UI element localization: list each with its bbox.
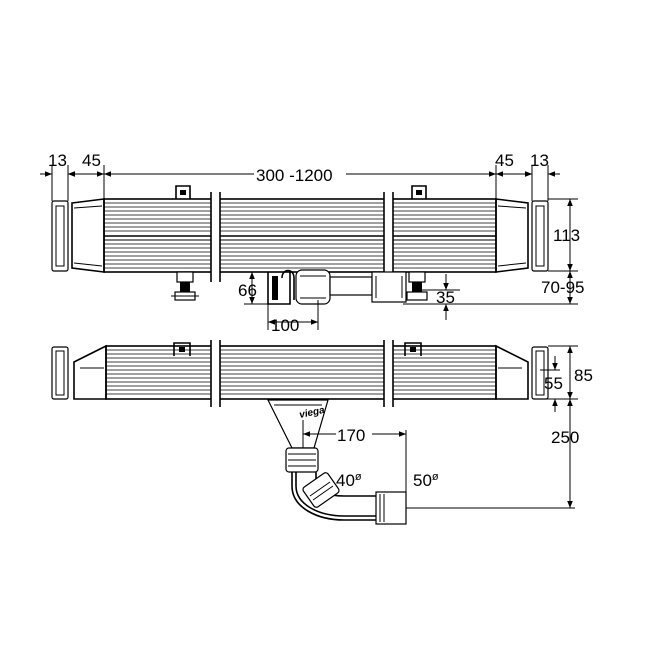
foot-left xyxy=(171,271,199,301)
channel-grooves xyxy=(104,202,496,269)
dim-channel-height: 113 xyxy=(553,226,580,245)
dim-length-range: 300 -1200 xyxy=(256,166,333,185)
left-flange xyxy=(71,198,105,273)
dimension-lines-right-bottom xyxy=(540,345,578,508)
channel-elevation-view xyxy=(51,185,549,305)
dim-pipe-50: 50ø xyxy=(413,471,439,490)
dimension-35 xyxy=(420,274,460,320)
dim-outlet-depth: 250 xyxy=(551,428,579,447)
dim-flange-left: 45 xyxy=(82,151,101,170)
clip-right xyxy=(411,185,427,199)
dimension-66 xyxy=(244,271,268,305)
dim-end-cap-right: 13 xyxy=(530,151,549,170)
foot-right xyxy=(403,271,432,305)
dim-foot-height: 35 xyxy=(436,288,455,307)
left-end-cap-lower xyxy=(51,346,69,400)
elbow-coupling xyxy=(302,472,340,508)
left-flange-lower xyxy=(73,344,107,400)
dim-outlet-offset: 100 xyxy=(271,316,299,335)
left-end-cap xyxy=(51,200,69,272)
dim-outlet-horizontal: 170 xyxy=(337,426,365,445)
dim-adjust-height: 70-95 xyxy=(541,278,584,297)
outlet-elbow-pipe xyxy=(291,472,376,521)
right-end-cap xyxy=(531,200,549,272)
dimension-lines-right-top xyxy=(430,198,578,305)
dim-flange-right: 45 xyxy=(495,151,514,170)
clip-left-lower xyxy=(173,342,191,356)
dim-profile-height: 85 xyxy=(574,366,593,385)
dim-pipe-40: 40ø xyxy=(336,471,362,490)
dim-end-cap-left: 13 xyxy=(48,151,67,170)
dimension-100 xyxy=(267,300,319,330)
right-flange-lower xyxy=(495,344,529,400)
right-flange xyxy=(495,198,529,273)
clip-left xyxy=(175,185,191,199)
vertical-outlet: viega xyxy=(267,399,575,525)
clip-right-lower xyxy=(404,342,422,356)
dim-outlet-height: 66 xyxy=(238,281,257,300)
horizontal-outlet xyxy=(267,269,407,305)
outlet-socket xyxy=(375,491,407,525)
dim-water-seal: 55 xyxy=(544,374,563,393)
brand-logo-text: viega xyxy=(298,405,326,421)
channel-section-view: viega xyxy=(51,340,575,525)
channel-grooves-lower xyxy=(106,349,496,395)
